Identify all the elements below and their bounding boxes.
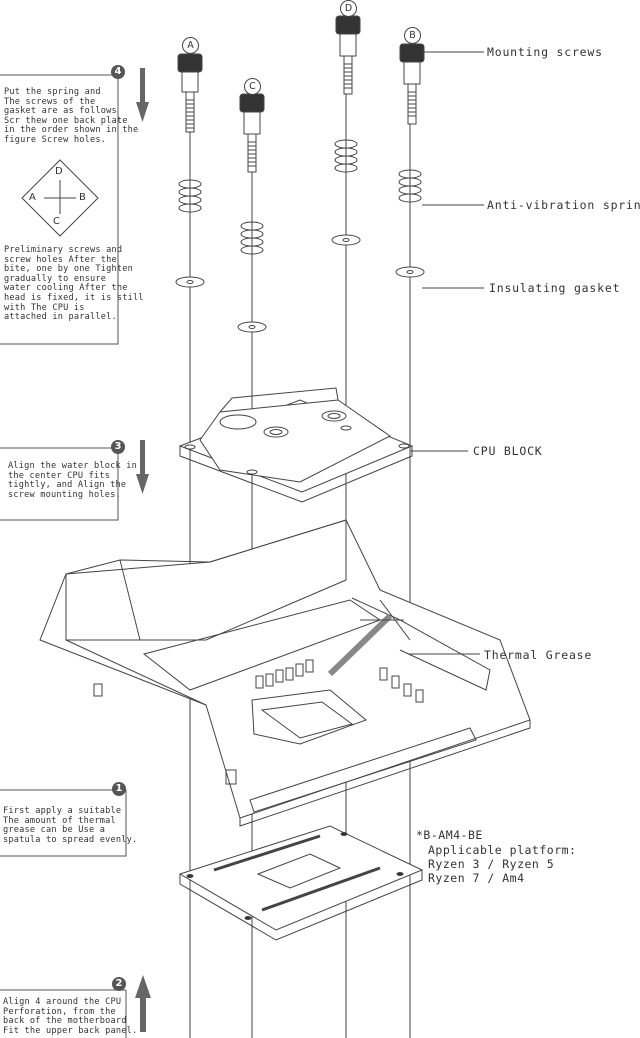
- spring-b-icon: [398, 169, 422, 203]
- callout-insulating-gasket: Insulating gasket: [489, 281, 621, 295]
- order-label-d: D: [55, 166, 63, 177]
- step1-text: First apply a suitable The amount of the…: [3, 806, 138, 845]
- step3-text: Align the water block in the center CPU …: [8, 461, 137, 500]
- step1-box: [0, 789, 127, 857]
- capacitors: [255, 659, 424, 703]
- screw-label-b: B: [404, 27, 421, 44]
- spring-c-icon: [240, 221, 264, 255]
- step4-number-badge: 4: [111, 65, 125, 79]
- screw-c-icon: [239, 93, 265, 173]
- screw-label-a: A: [182, 37, 199, 54]
- step4-text-top: Put the spring and The screws of the gas…: [4, 87, 139, 145]
- screw-d-icon: [335, 15, 361, 95]
- order-label-a: A: [29, 192, 36, 203]
- arrow-up-step2-icon: [135, 975, 151, 1032]
- step4-text-bottom: Preliminary screws and screw holes After…: [4, 245, 144, 323]
- step3-number-badge: 3: [111, 440, 125, 454]
- callout-cpu-block: CPU BLOCK: [473, 444, 543, 458]
- screw-label-d: D: [340, 0, 357, 17]
- screw-a-icon: [177, 53, 203, 133]
- gasket-icons: [175, 234, 425, 333]
- spring-a-icon: [178, 179, 202, 213]
- step1-number-badge: 1: [112, 782, 126, 796]
- callout-mounting-screws: Mounting screws: [487, 45, 603, 59]
- platform-model: *B-AM4-BE: [416, 828, 483, 842]
- spring-d-icon: [334, 139, 358, 173]
- step4-box: [0, 74, 119, 345]
- order-label-b: B: [79, 192, 86, 203]
- callout-anti-vibration-spring: Anti-vibration spring: [487, 198, 640, 212]
- platform-line2: Ryzen 7 / Am4: [428, 871, 525, 885]
- screw-label-c: C: [244, 78, 261, 95]
- order-label-c: C: [53, 216, 60, 227]
- step3-box: [0, 447, 119, 521]
- step2-text: Align 4 around the CPU Perforation, from…: [3, 997, 138, 1036]
- arrow-down-step3-icon: [136, 440, 149, 494]
- motherboard-icon: [39, 519, 531, 827]
- step2-number-badge: 2: [112, 977, 126, 991]
- platform-heading: Applicable platform:: [428, 843, 577, 857]
- backplate-icon: [178, 825, 424, 941]
- cpu-block-icon: [178, 387, 414, 503]
- callout-thermal-grease: Thermal Grease: [484, 648, 593, 662]
- platform-line1: Ryzen 3 / Ryzen 5: [428, 857, 555, 871]
- screw-order-diagram: [21, 159, 99, 237]
- screw-b-icon: [399, 43, 425, 125]
- arrow-down-step4-icon: [136, 68, 149, 122]
